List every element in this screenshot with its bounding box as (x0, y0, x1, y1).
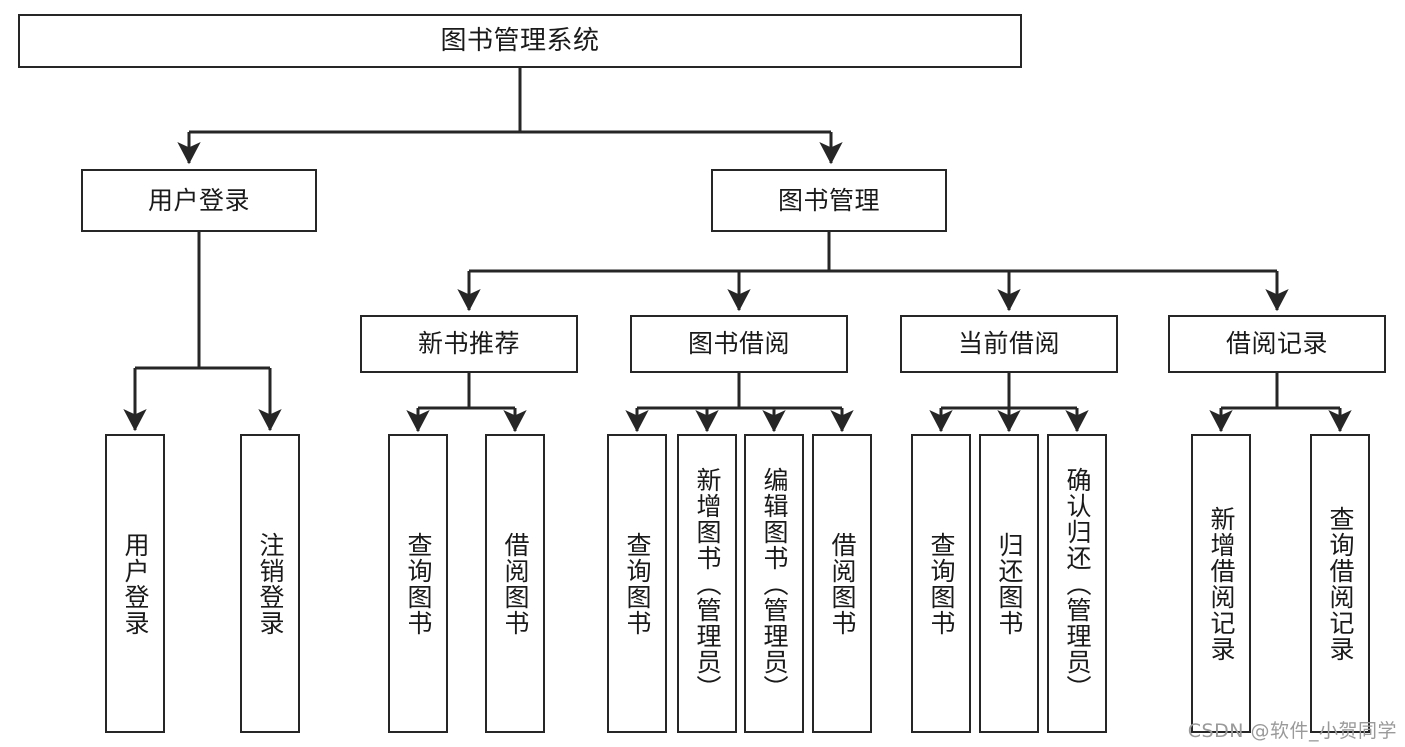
node-leaf-query-book-2-label: 查询图书 (623, 531, 652, 636)
node-book-manage[interactable]: 图书管理 (711, 169, 947, 232)
node-leaf-query-book-1-label: 查询图书 (404, 531, 433, 636)
node-leaf-logout-label: 注销登录 (256, 531, 285, 636)
node-user-login-label: 用户登录 (147, 185, 250, 215)
node-book-borrow-label: 图书借阅 (687, 329, 790, 359)
node-user-login[interactable]: 用户登录 (81, 169, 317, 232)
node-borrow-record[interactable]: 借阅记录 (1168, 315, 1386, 373)
node-new-book-recommend[interactable]: 新书推荐 (360, 315, 578, 373)
node-leaf-borrow-book-2-label: 借阅图书 (828, 531, 857, 636)
node-leaf-query-record[interactable]: 查询借阅记录 (1310, 434, 1370, 733)
node-borrow-record-label: 借阅记录 (1225, 329, 1328, 359)
node-leaf-add-record[interactable]: 新增借阅记录 (1191, 434, 1251, 733)
node-leaf-borrow-book-2[interactable]: 借阅图书 (812, 434, 872, 733)
node-leaf-return-book-label: 归还图书 (995, 531, 1024, 636)
node-leaf-edit-book-label: 编辑图书（管理员） (760, 466, 789, 701)
node-leaf-borrow-book-1-label: 借阅图书 (501, 531, 530, 636)
node-leaf-query-book-1[interactable]: 查询图书 (388, 434, 448, 733)
node-leaf-query-record-label: 查询借阅记录 (1326, 505, 1355, 662)
node-leaf-return-book[interactable]: 归还图书 (979, 434, 1039, 733)
node-new-book-recommend-label: 新书推荐 (417, 329, 520, 359)
node-leaf-borrow-book-1[interactable]: 借阅图书 (485, 434, 545, 733)
node-leaf-confirm-return-label: 确认归还（管理员） (1063, 466, 1092, 701)
node-leaf-add-record-label: 新增借阅记录 (1207, 505, 1236, 662)
node-leaf-logout[interactable]: 注销登录 (240, 434, 300, 733)
node-root[interactable]: 图书管理系统 (18, 14, 1022, 68)
node-leaf-query-book-3[interactable]: 查询图书 (911, 434, 971, 733)
node-leaf-add-book-label: 新增图书（管理员） (693, 466, 722, 701)
node-current-borrow[interactable]: 当前借阅 (900, 315, 1118, 373)
watermark-text: CSDN @软件_小贺同学 (1187, 720, 1397, 742)
node-leaf-user-login-label: 用户登录 (121, 531, 150, 636)
node-leaf-add-book[interactable]: 新增图书（管理员） (677, 434, 737, 733)
node-leaf-edit-book[interactable]: 编辑图书（管理员） (744, 434, 804, 733)
node-book-manage-label: 图书管理 (777, 185, 880, 215)
node-current-borrow-label: 当前借阅 (957, 329, 1060, 359)
node-leaf-query-book-3-label: 查询图书 (927, 531, 956, 636)
node-leaf-confirm-return[interactable]: 确认归还（管理员） (1047, 434, 1107, 733)
node-book-borrow[interactable]: 图书借阅 (630, 315, 848, 373)
node-root-label: 图书管理系统 (440, 25, 600, 56)
node-leaf-user-login[interactable]: 用户登录 (105, 434, 165, 733)
node-leaf-query-book-2[interactable]: 查询图书 (607, 434, 667, 733)
